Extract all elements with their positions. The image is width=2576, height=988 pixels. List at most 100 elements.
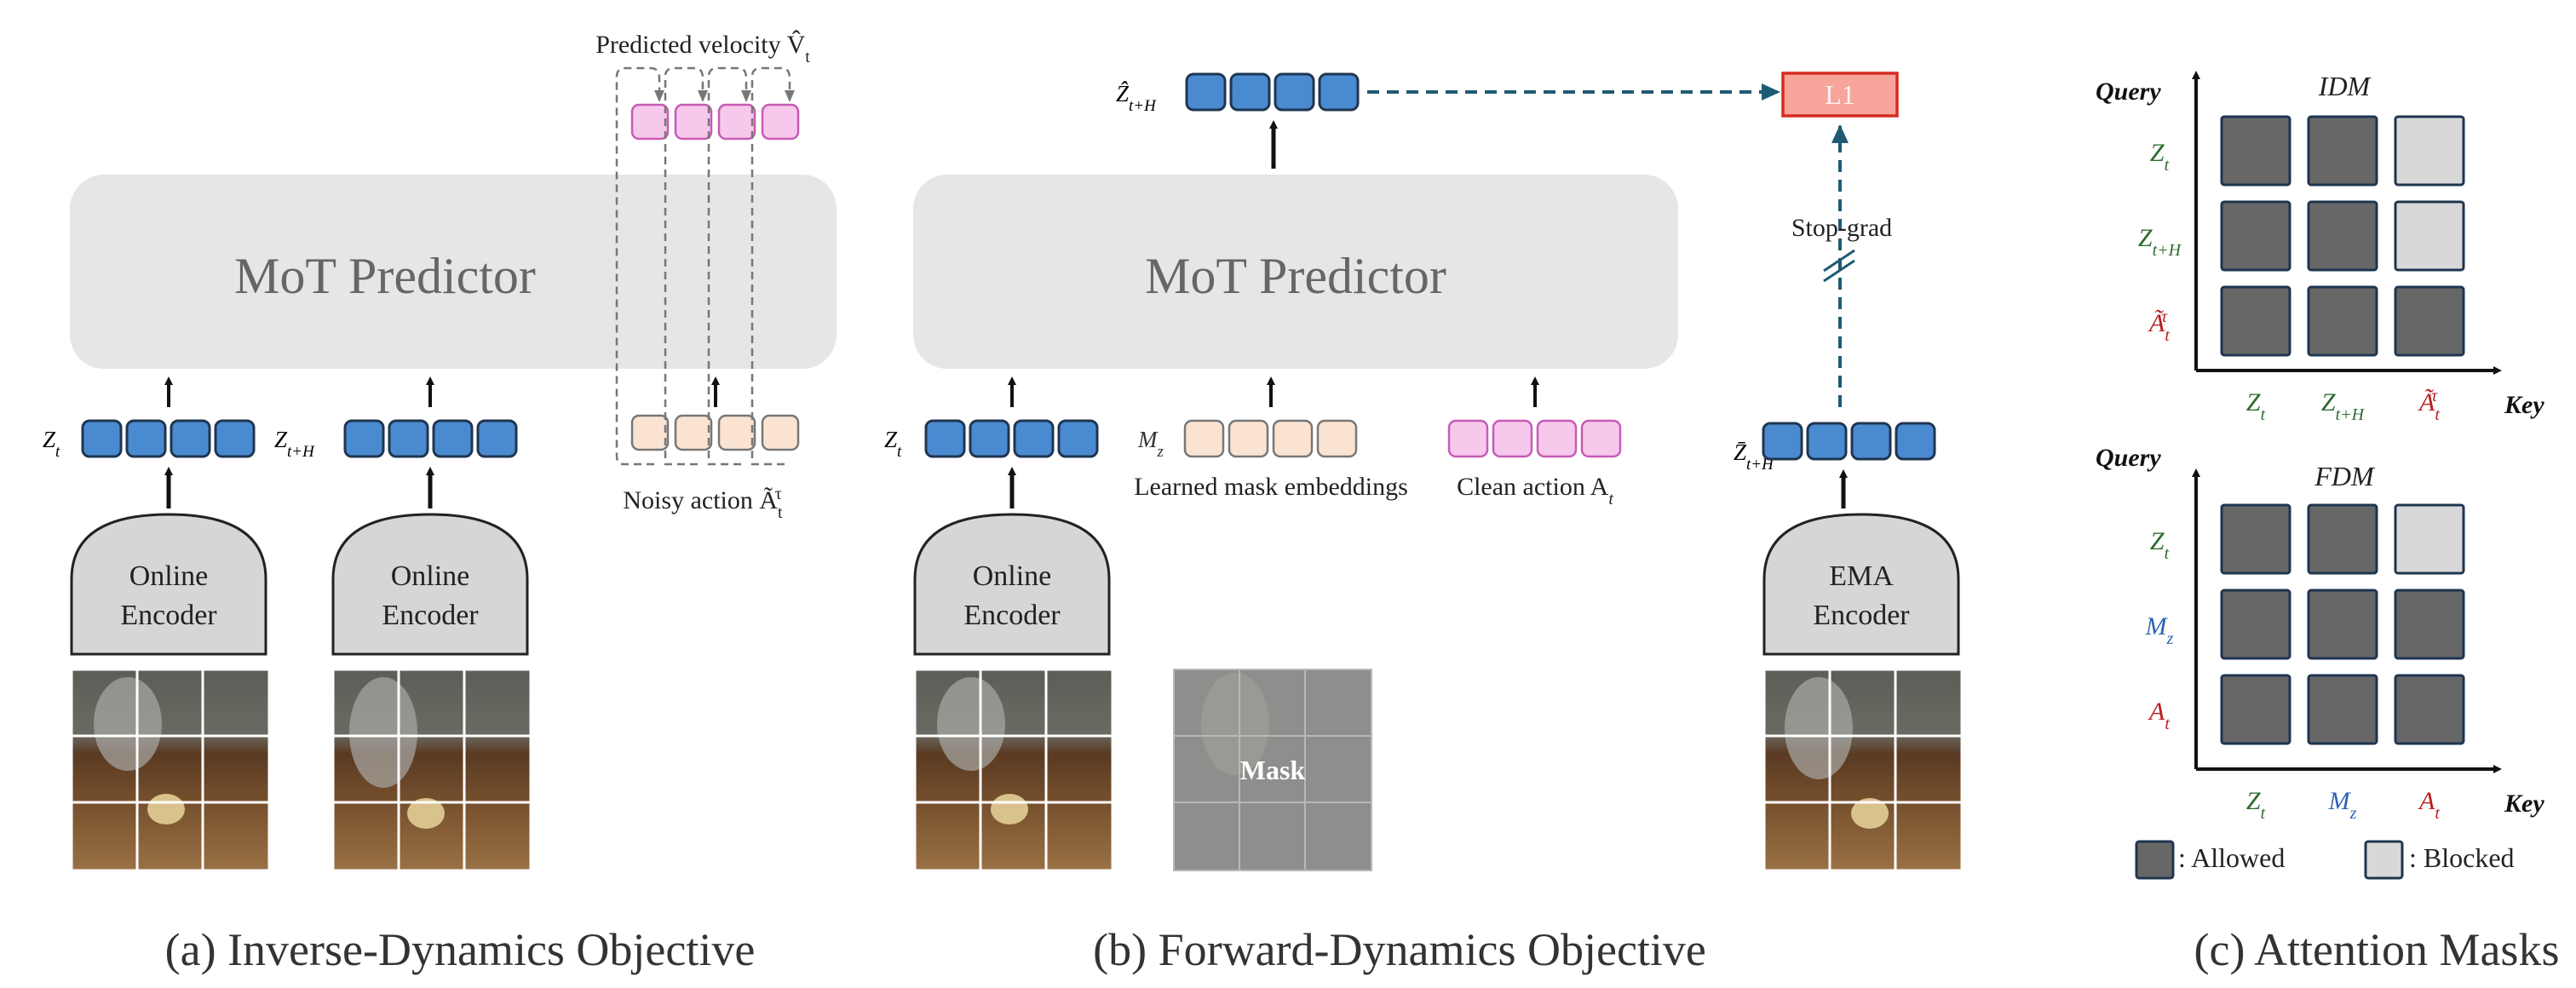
latent-token xyxy=(924,419,966,458)
latent-token xyxy=(476,419,518,458)
action-token xyxy=(1580,419,1622,458)
fdm-cell-allowed xyxy=(2307,503,2378,575)
encoder-1-line1: Online xyxy=(129,560,209,592)
online-encoder-line2: Encoder xyxy=(963,600,1061,631)
legend-blocked-swatch xyxy=(2364,840,2404,880)
panel-a: MoT Predictor Zt Zt+H xyxy=(43,30,837,975)
clean-action-label: Clean action At xyxy=(1457,473,1613,508)
latent-token xyxy=(1013,419,1055,458)
frame-image-ema xyxy=(1762,668,1964,872)
output-tokens xyxy=(1185,72,1360,112)
noisy-token xyxy=(630,414,670,451)
fdm-cell-allowed xyxy=(2307,589,2378,660)
latent-token xyxy=(125,419,167,458)
idm-row-label: Ãtτ xyxy=(2148,307,2170,345)
token-label-zt: Zt xyxy=(884,427,902,461)
ema-encoder-line1: EMA xyxy=(1829,560,1894,592)
latent-tokens-zth xyxy=(343,419,518,458)
token-label-zth: Zt+H xyxy=(274,427,315,461)
online-encoder xyxy=(913,513,1111,656)
latent-token xyxy=(432,419,474,458)
mask-token xyxy=(1183,419,1225,458)
action-token xyxy=(1447,419,1489,458)
idm-cell-allowed xyxy=(2307,115,2378,187)
latent-token xyxy=(1057,419,1099,458)
fdm-col-label: Mz xyxy=(2328,787,2357,823)
idm-title: IDM xyxy=(2318,71,2372,101)
mask-token xyxy=(1228,419,1269,458)
noisy-action-label: Noisy action Ãtτ xyxy=(623,485,783,522)
stop-grad-mark xyxy=(1823,249,1855,273)
action-token xyxy=(1492,419,1533,458)
mask-token xyxy=(1272,419,1314,458)
fdm-col-label: At xyxy=(2418,787,2440,823)
caption-b: (b) Forward-Dynamics Objective xyxy=(1093,924,1706,975)
fdm-row-label: At xyxy=(2148,698,2170,733)
token-label-zt: Zt xyxy=(43,427,60,461)
latent-token xyxy=(1895,422,1936,461)
encoder-2-line2: Encoder xyxy=(382,600,479,631)
fdm-key-label: Key xyxy=(2504,790,2544,818)
encoder-2-line1: Online xyxy=(391,560,470,592)
mask-embedding-tokens xyxy=(1183,419,1358,458)
idm-cell-blocked xyxy=(2394,200,2465,272)
latent-token xyxy=(1762,422,1803,461)
idm-col-label: Zt+H xyxy=(2321,388,2366,424)
idm-cell-allowed xyxy=(2307,200,2378,272)
latent-token xyxy=(1229,72,1271,112)
frame-image-1 xyxy=(70,668,271,872)
fdm-cell-allowed xyxy=(2394,674,2465,745)
predictor-label: MoT Predictor xyxy=(1145,248,1446,304)
predictor-label: MoT Predictor xyxy=(234,248,536,304)
idm-row-label: Zt xyxy=(2150,139,2170,175)
frame-image-2 xyxy=(331,668,532,872)
masked-frame-image: Mask xyxy=(1173,669,1372,871)
clean-action-tokens xyxy=(1447,419,1622,458)
idm-col-label: Ãtτ xyxy=(2418,387,2440,424)
latent-token xyxy=(1185,72,1227,112)
ema-encoder-line2: Encoder xyxy=(1813,600,1910,631)
encoder-1-line2: Encoder xyxy=(120,600,217,631)
mask-token xyxy=(1316,419,1358,458)
online-encoder-1 xyxy=(70,513,267,656)
latent-tokens-zt xyxy=(924,419,1099,458)
idm-query-label: Query xyxy=(2096,78,2161,106)
fdm-query-label: Query xyxy=(2096,444,2161,472)
velocity-flow-paths xyxy=(615,66,795,466)
noisy-token xyxy=(761,414,800,451)
idm-cell-allowed xyxy=(2220,285,2291,357)
mot-predictor-box xyxy=(913,175,1678,369)
idm-cell-blocked xyxy=(2394,115,2465,187)
latent-token xyxy=(969,419,1010,458)
latent-tokens-zt xyxy=(81,419,256,458)
l1-loss-box xyxy=(1781,72,1899,118)
ema-encoder xyxy=(1762,513,1960,656)
noisy-token xyxy=(674,414,713,451)
fdm-row-label: Zt xyxy=(2150,527,2170,563)
noisy-action-tokens xyxy=(630,414,800,451)
latent-token xyxy=(388,419,429,458)
latent-token xyxy=(81,419,123,458)
legend-allowed-swatch xyxy=(2135,840,2175,880)
latent-token xyxy=(1318,72,1360,112)
idm-cell-allowed xyxy=(2220,115,2291,187)
velocity-label: Predicted velocity V̂t xyxy=(595,30,810,66)
latent-token xyxy=(1806,422,1848,461)
fdm-cell-allowed xyxy=(2220,503,2291,575)
mot-predictor-box xyxy=(70,175,837,369)
l1-loss-label: L1 xyxy=(1825,79,1855,110)
token-label-zhat: Ẑt+H xyxy=(1116,81,1157,115)
fdm-col-label: Zt xyxy=(2246,787,2266,823)
mask-image-label: Mask xyxy=(1240,755,1306,785)
legend-allowed-label: : Allowed xyxy=(2178,842,2285,873)
latent-token xyxy=(1274,72,1315,112)
noisy-token xyxy=(717,414,756,451)
idm-cell-allowed xyxy=(2394,285,2465,357)
velocity-token xyxy=(761,103,800,141)
fdm-cell-allowed xyxy=(2220,674,2291,745)
idm-key-label: Key xyxy=(2504,391,2544,419)
idm-cell-allowed xyxy=(2220,200,2291,272)
